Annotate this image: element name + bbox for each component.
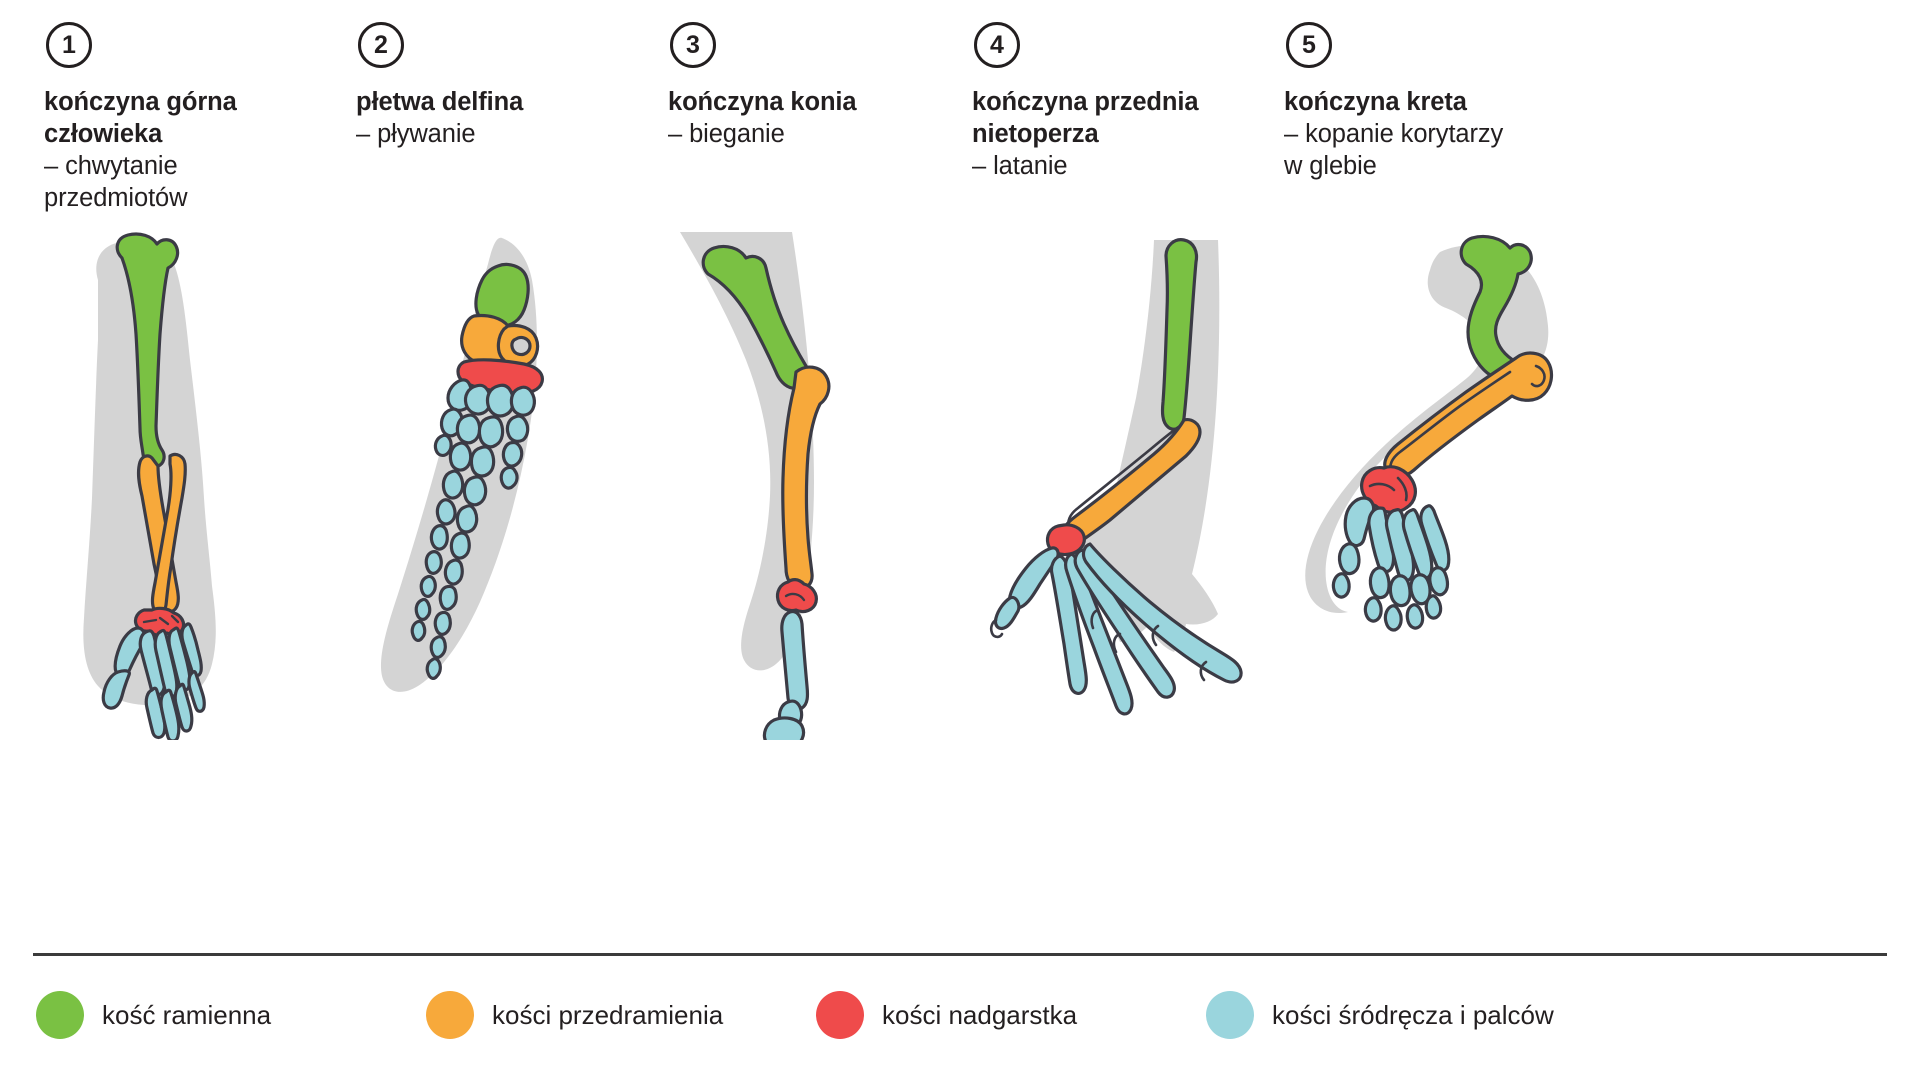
mole-limb-skeleton [1280,230,1588,740]
legend-swatch-forearm [426,991,474,1039]
caption-title-line2: człowieka [44,120,163,149]
legend-swatch-carpals [816,991,864,1039]
legend-swatch-metacarpals [1206,991,1254,1039]
caption-subtitle-line1: – latanie [972,152,1068,181]
legend-item-metacarpals: kości śródręcza i palców [1206,985,1554,1045]
caption-subtitle-line1: – pływanie [356,120,476,149]
caption-title-line2: nietoperza [972,120,1099,149]
panel-number-badge: 5 [1286,22,1332,68]
caption-subtitle-line1: – chwytanie [44,152,178,181]
caption-subtitle-line2: w glebie [1284,152,1377,181]
panel-number-badge: 4 [974,22,1020,68]
caption-subtitle-line2: przedmiotów [44,184,188,213]
legend-label-forearm: kości przedramienia [492,1000,724,1030]
panel-horse: 3 kończyna konia – bieganie [664,0,972,960]
legend-item-carpals: kości nadgarstka [816,985,1077,1045]
limb-comparison-panels: 1 kończyna górna człowieka – chwytanie p… [40,0,1588,960]
caption-title-line1: kończyna kreta [1284,88,1467,116]
legend-label-carpals: kości nadgarstka [882,1000,1078,1030]
legend-label-metacarpals: kości śródręcza i palców [1272,1000,1554,1030]
horse-limb-skeleton [664,230,972,740]
legend-divider [33,953,1887,956]
panel-caption: kończyna przednia nietoperza – latanie [972,86,1262,182]
human-upper-limb-skeleton [40,230,348,740]
legend-swatch-humerus [36,991,84,1039]
panel-number-badge: 1 [46,22,92,68]
dolphin-flipper-skeleton [352,230,660,740]
bone-color-legend: kość ramienna kości przedramienia kości … [0,985,1920,1065]
caption-title-line1: płetwa delfina [356,88,524,116]
panel-mole: 5 kończyna kreta – kopanie korytarzy w g… [1280,0,1588,960]
panel-caption: płetwa delfina – pływanie [356,86,646,150]
legend-label-humerus: kość ramienna [102,1000,272,1030]
panel-human: 1 kończyna górna człowieka – chwytanie p… [40,0,348,960]
caption-title-line1: kończyna konia [668,88,857,116]
panel-number-badge: 2 [358,22,404,68]
panel-caption: kończyna górna człowieka – chwytanie prz… [44,86,334,215]
legend-item-forearm: kości przedramienia [426,985,723,1045]
caption-title-line1: kończyna górna [44,88,237,116]
bat-forelimb-skeleton [968,230,1276,740]
legend-item-humerus: kość ramienna [36,985,271,1045]
caption-title-line1: kończyna przednia [972,88,1199,116]
panel-dolphin: 2 płetwa delfina – pływanie [352,0,660,960]
panel-caption: kończyna kreta – kopanie korytarzy w gle… [1284,86,1574,182]
panel-number-badge: 3 [670,22,716,68]
caption-subtitle-line1: – bieganie [668,120,785,149]
caption-subtitle-line1: – kopanie korytarzy [1284,120,1504,149]
panel-caption: kończyna konia – bieganie [668,86,958,150]
panel-bat: 4 kończyna przednia nietoperza – latanie [968,0,1276,960]
